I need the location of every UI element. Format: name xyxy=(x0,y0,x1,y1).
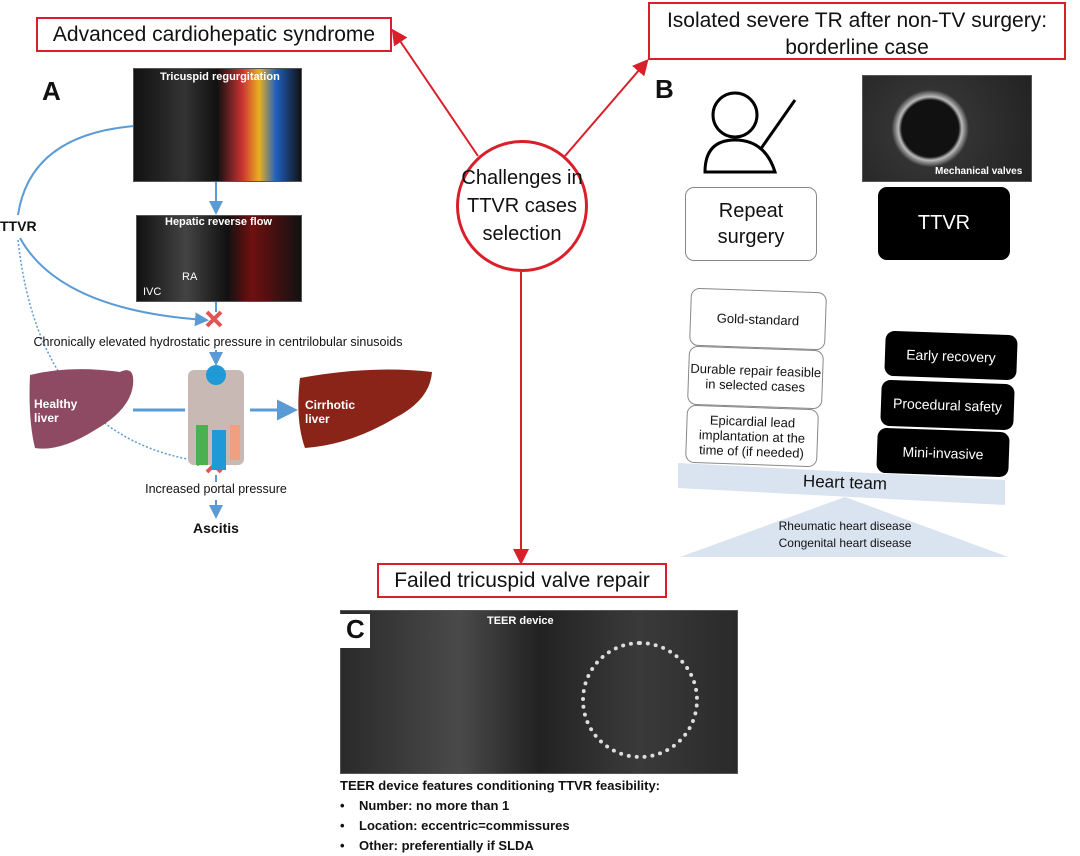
healthy-liver-image xyxy=(29,369,134,449)
fulcrum xyxy=(680,497,1008,557)
arrow-to-b xyxy=(564,58,649,157)
teer-label: TEER device xyxy=(487,615,554,627)
panel-a-letter: A xyxy=(42,76,61,106)
mechanical-valves-image: Mechanical valves xyxy=(862,75,1032,182)
fulcrum-line: Congenital heart disease xyxy=(778,536,912,550)
bullet-item: • Number: no more than 1 xyxy=(340,798,510,813)
ivc-label: IVC xyxy=(143,286,162,298)
tricuspid-regurgitation-echo-image: Tricuspid regurgitation xyxy=(133,68,302,182)
cirrhotic-liver-image xyxy=(298,369,432,448)
ra-label: RA xyxy=(182,271,198,283)
hepatic-caption: Hepatic reverse flow xyxy=(165,216,272,228)
teer-device-ct-image: TEER device xyxy=(340,610,738,774)
ascitis-text: Ascitis xyxy=(193,520,239,536)
repeat-surgery-box: Repeat surgery xyxy=(685,187,817,261)
panel-b-letter: B xyxy=(655,74,674,104)
sinusoid-illustration xyxy=(188,365,244,470)
bullet-item: • Location: eccentric=commissures xyxy=(340,818,570,833)
healthy-liver-label: Healthy liver xyxy=(34,397,78,425)
arrow-to-a xyxy=(391,28,479,157)
features-title: TEER device features conditioning TTVR f… xyxy=(340,778,660,793)
panel-c-letter: C xyxy=(340,614,370,648)
valve-caption: Mechanical valves xyxy=(935,166,1023,177)
chronic-pressure-text: Chronically elevated hydrostatic pressur… xyxy=(33,335,403,349)
bullet-text: Location: eccentric=commissures xyxy=(359,818,570,833)
title-isolated-severe-tr: Isolated severe TR after non-TV surgery:… xyxy=(648,2,1066,60)
left-item: Gold-standard xyxy=(689,287,827,351)
left-item: Epicardial lead implantation at the time… xyxy=(685,404,819,468)
title-failed-repair: Failed tricuspid valve repair xyxy=(377,563,667,598)
right-item: Early recovery xyxy=(884,330,1018,381)
tr-caption: Tricuspid regurgitation xyxy=(160,71,280,83)
left-item: Durable repair feasible in selected case… xyxy=(687,345,824,410)
fulcrum-line: Rheumatic heart disease xyxy=(778,519,912,533)
bullet-text: Number: no more than 1 xyxy=(359,798,510,813)
hepatic-reverse-flow-echo-image: Hepatic reverse flow RA IVC xyxy=(136,215,302,302)
portal-pressure-text: Increased portal pressure xyxy=(145,482,287,496)
bullet-item: • Other: preferentially if SLDA xyxy=(340,838,534,853)
heart-team-beam xyxy=(678,463,1005,505)
blocked-x-icon xyxy=(205,310,223,328)
valve-ring xyxy=(581,641,699,759)
surgeon-icon xyxy=(703,91,797,174)
bullet-text: Other: preferentially if SLDA xyxy=(359,838,534,853)
title-advanced-cardiohepatic: Advanced cardiohepatic syndrome xyxy=(36,17,392,52)
right-item: Mini-invasive xyxy=(876,427,1010,478)
right-item: Procedural safety xyxy=(880,379,1015,431)
center-circle: Challenges in TTVR cases selection xyxy=(456,140,588,272)
ttvr-box: TTVR xyxy=(878,187,1010,260)
ttvr-label: TTVR xyxy=(0,218,37,234)
cirrhotic-liver-label: Cirrhotic liver xyxy=(305,398,356,426)
